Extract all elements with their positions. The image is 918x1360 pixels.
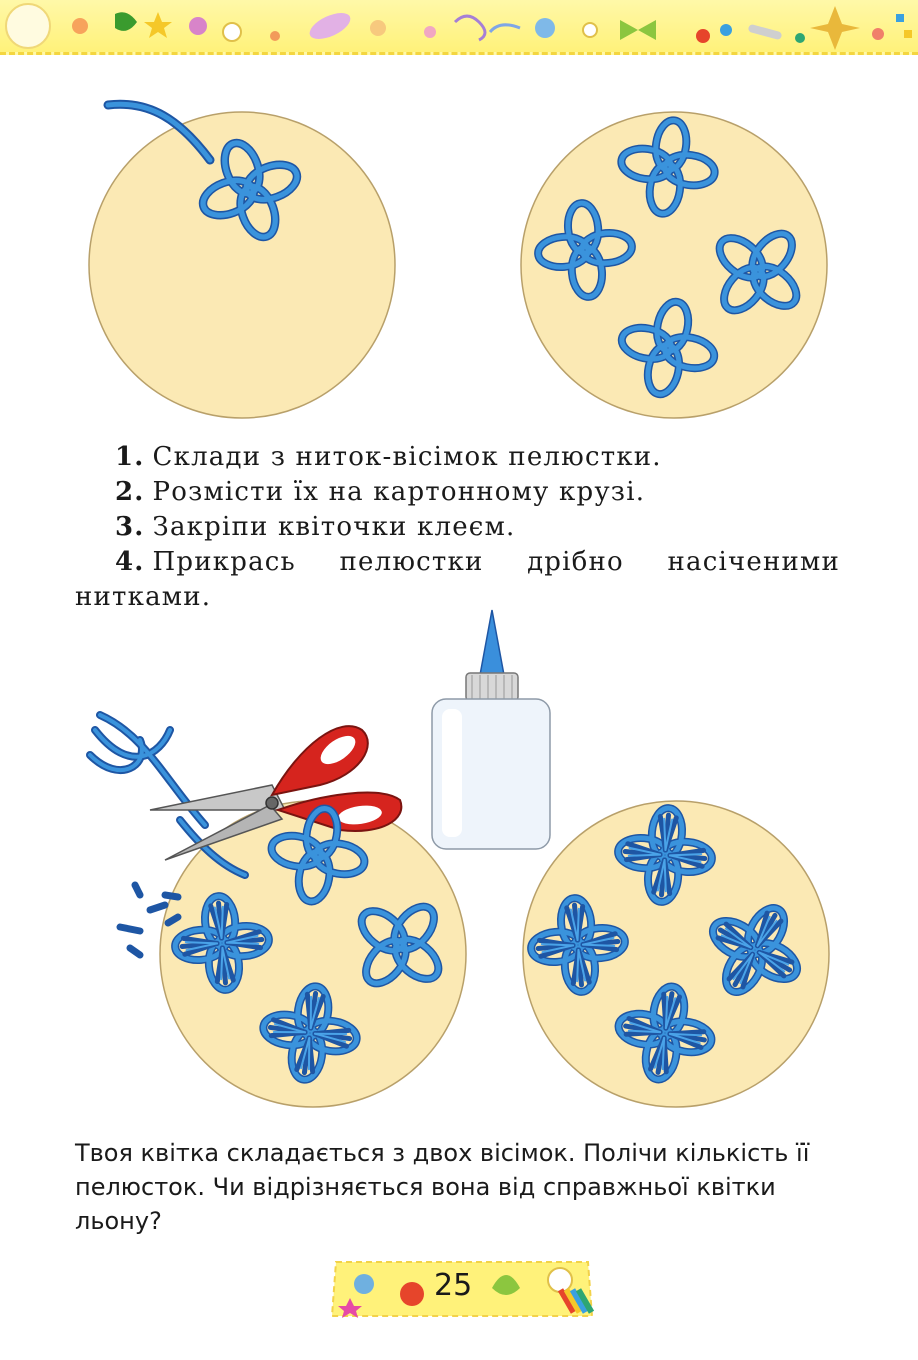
upper-illustration xyxy=(88,99,918,419)
cardboard-circle-finished xyxy=(522,800,830,1108)
cardboard-circle-left xyxy=(88,111,396,419)
instruction-list: 1.Склади з ниток-вісімок пелюстки. 2.Роз… xyxy=(75,440,840,615)
step-number: 1. xyxy=(115,442,145,472)
cardboard-circle-right xyxy=(520,111,828,419)
step-text: Склади з ниток-вісімок пелюстки. xyxy=(152,442,662,472)
instruction-step-3: 3.Закріпи квіточки клеєм. xyxy=(75,510,840,545)
page-number: 25 xyxy=(434,1268,473,1303)
instruction-step-2: 2.Розмісти їх на картонному крузі. xyxy=(75,475,840,510)
step-text: Закріпи квіточки клеєм. xyxy=(152,512,516,542)
step-number: 4. xyxy=(115,547,145,577)
thread-clippings xyxy=(116,881,182,959)
glue-bottle-icon xyxy=(431,609,551,850)
step-text: Прикрась пелюстки дрібно насіченими нитк… xyxy=(75,547,840,612)
top-decorative-banner xyxy=(0,0,918,55)
instruction-step-1: 1.Склади з ниток-вісімок пелюстки. xyxy=(75,440,840,475)
question-paragraph: Твоя квітка складається з двох вісімок. … xyxy=(75,1139,810,1235)
step-text: Розмісти їх на картонному крузі. xyxy=(152,477,646,507)
footer-decoration xyxy=(330,1261,595,1318)
scissors-icon xyxy=(149,725,403,861)
decorative-border xyxy=(5,3,912,50)
step-number: 3. xyxy=(115,512,145,542)
step-number: 2. xyxy=(115,477,145,507)
page-footer: 25 xyxy=(330,1258,595,1320)
instruction-step-4: 4.Прикрась пелюстки дрібно насіченими ни… xyxy=(75,545,840,615)
lower-illustration xyxy=(86,609,830,1108)
